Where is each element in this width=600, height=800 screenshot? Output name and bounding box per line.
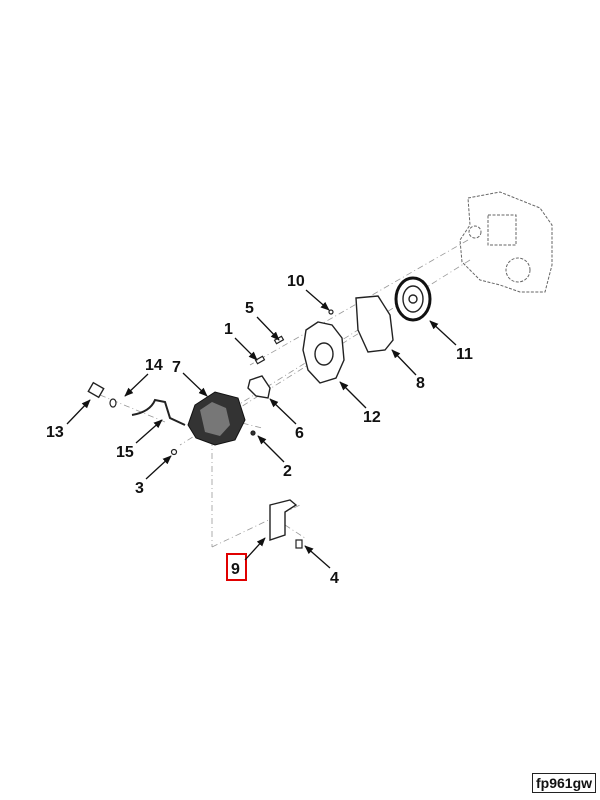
sensor-part-13: [87, 381, 105, 399]
callout-14[interactable]: 14: [124, 357, 163, 397]
callout-15[interactable]: 15: [116, 419, 163, 461]
callout-12[interactable]: 12: [339, 381, 381, 426]
gasket-part-6: [247, 375, 271, 399]
engine-front-housing: [459, 191, 553, 293]
callout-6[interactable]: 6: [269, 398, 304, 442]
highlight-box: [226, 553, 247, 581]
callout-label: 5: [245, 300, 254, 317]
callout-label: 6: [295, 425, 304, 442]
callout-label: 2: [283, 463, 292, 480]
callout-2[interactable]: 2: [257, 435, 292, 480]
fasteners: [109, 309, 334, 549]
callout-1[interactable]: 1: [224, 321, 258, 361]
figure-id-label: fp961gw: [532, 773, 597, 793]
callout-label: 9: [231, 561, 240, 578]
callout-9[interactable]: 9: [226, 537, 266, 581]
callout-7[interactable]: 7: [172, 359, 208, 397]
callout-label: 1: [224, 321, 233, 338]
pulley-part-11: [394, 276, 432, 322]
callout-label: 8: [416, 375, 425, 392]
cover-plate-part-12: [302, 321, 345, 384]
callout-label: 13: [46, 424, 64, 441]
callout-label: 15: [116, 444, 134, 461]
gasket-part-8: [355, 295, 394, 353]
callout-label: 11: [456, 346, 473, 363]
callout-3[interactable]: 3: [135, 455, 172, 497]
callout-10[interactable]: 10: [287, 273, 330, 311]
callout-label: 3: [135, 480, 144, 497]
callout-8[interactable]: 8: [391, 349, 425, 392]
callout-13[interactable]: 13: [46, 399, 91, 441]
bracket-part-9: [269, 499, 298, 541]
callout-5[interactable]: 5: [245, 300, 280, 341]
pump-part-7: [187, 391, 246, 446]
callout-4[interactable]: 4: [304, 545, 339, 587]
callout-label: 7: [172, 359, 181, 376]
harness-part-15: [131, 398, 186, 426]
callout-label: 4: [330, 570, 339, 587]
callout-label: 10: [287, 273, 305, 290]
callout-11[interactable]: 11: [429, 320, 473, 363]
callout-label: 12: [363, 409, 381, 426]
callout-label: 14: [145, 357, 163, 374]
